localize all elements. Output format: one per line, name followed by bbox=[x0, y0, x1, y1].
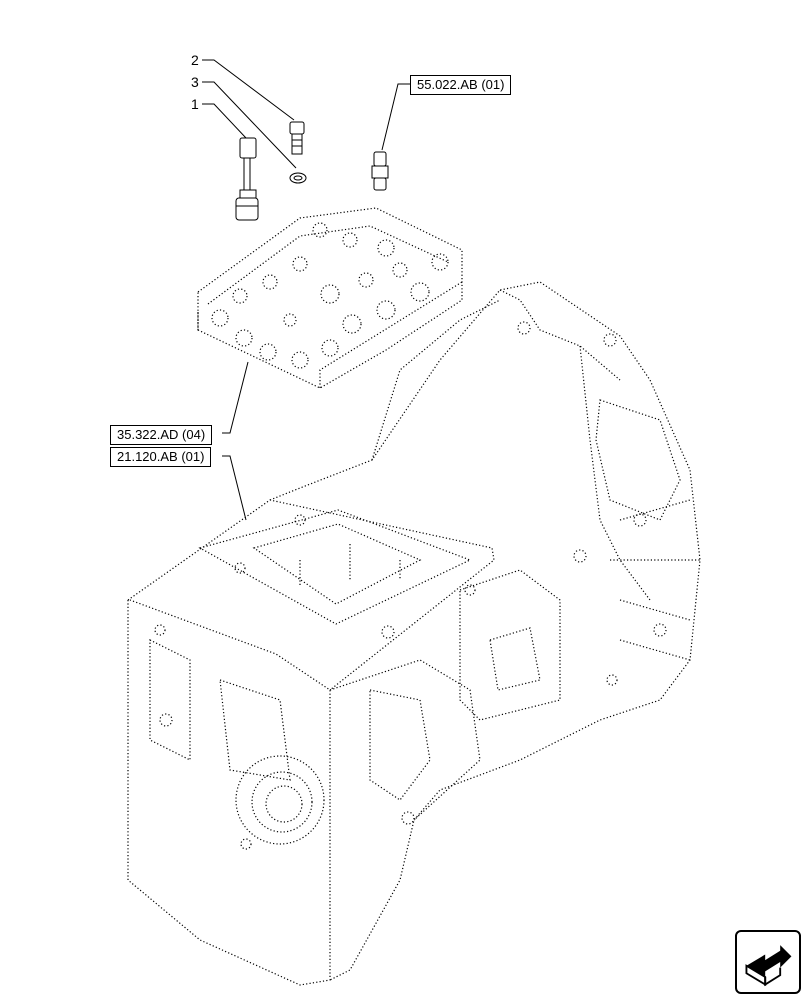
item-number-2: 2 bbox=[191, 52, 199, 68]
reference-link-35-322-ad[interactable]: 35.322.AD (04) bbox=[110, 425, 213, 445]
item-number-1: 1 bbox=[191, 96, 199, 112]
fitting-part bbox=[371, 151, 389, 191]
o-ring-part-3 bbox=[289, 172, 307, 184]
sensor-harness-part-1 bbox=[235, 137, 259, 221]
leader-lines bbox=[202, 59, 410, 521]
pressure-sensor-part-2 bbox=[289, 121, 305, 155]
next-page-arrow-icon[interactable] bbox=[735, 930, 801, 994]
reference-link-55-022-ab[interactable]: 55.022.AB (01) bbox=[410, 75, 512, 95]
control-valve-block bbox=[197, 207, 463, 389]
transmission-housing bbox=[127, 281, 701, 986]
reference-link-21-120-ab[interactable]: 21.120.AB (01) bbox=[110, 447, 212, 467]
item-number-3: 3 bbox=[191, 74, 199, 90]
